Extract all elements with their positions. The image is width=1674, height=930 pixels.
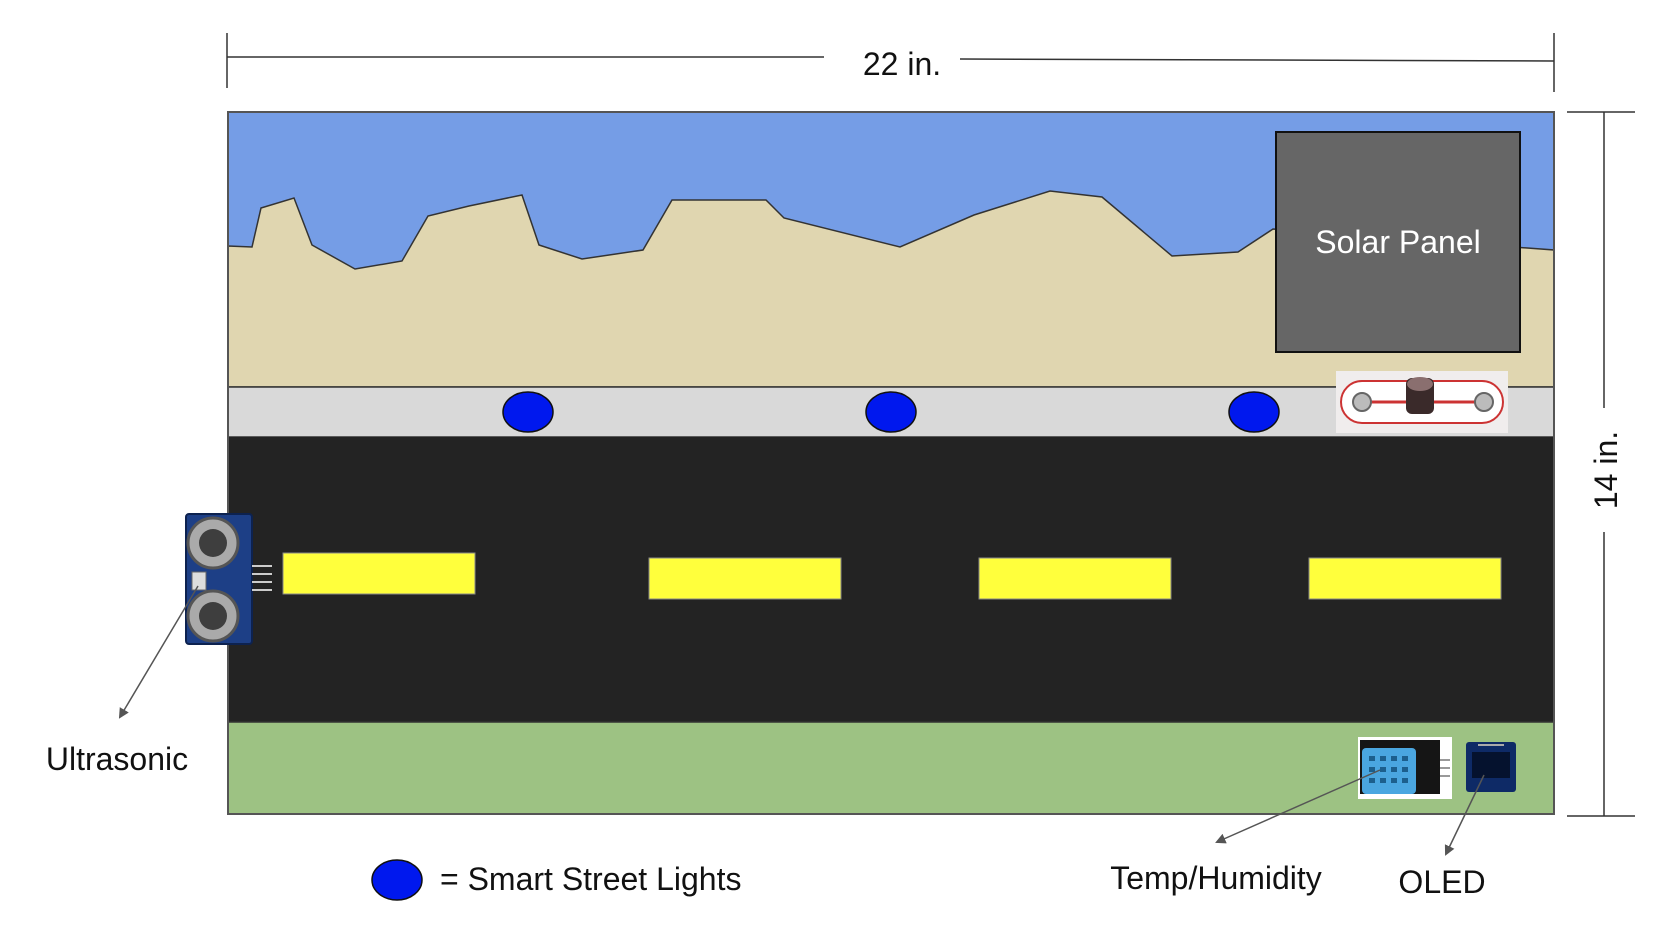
mountain-range — [227, 190, 1555, 388]
legend-street-light-swatch — [371, 859, 423, 901]
ultrasonic-pointer — [118, 585, 199, 719]
solar-panel — [1275, 131, 1521, 353]
temp-humidity-label: Temp/Humidity — [1110, 860, 1322, 896]
oled-label: OLED — [1398, 864, 1485, 900]
oled-display-icon — [1466, 742, 1516, 792]
height-label: 14 in. — [1588, 431, 1624, 509]
lane-marking-1 — [282, 552, 476, 595]
grass — [227, 721, 1555, 815]
width-label: 22 in. — [863, 46, 941, 82]
height-dimension: 14 in. — [1567, 111, 1635, 817]
oled-pointer — [1444, 774, 1485, 856]
legend: = Smart Street Lights — [371, 859, 741, 901]
street-light-1 — [502, 391, 554, 433]
legend-text: = Smart Street Lights — [440, 861, 741, 897]
ultrasonic-sensor-icon — [185, 513, 272, 645]
lane-marking-4 — [1308, 557, 1502, 600]
street-light-2 — [865, 391, 917, 433]
city-board: Solar Panel — [227, 111, 1555, 815]
dht-sensor-icon — [1358, 737, 1452, 799]
width-dimension: 22 in. — [226, 33, 1555, 92]
street-light-3 — [1228, 391, 1280, 433]
board-outline — [227, 111, 1555, 815]
photoresistor-icon — [1336, 371, 1508, 433]
ultrasonic-label: Ultrasonic — [46, 741, 188, 777]
lane-marking-3 — [978, 557, 1172, 600]
solar-panel-label: Solar Panel — [1315, 224, 1480, 260]
lane-marking-2 — [648, 557, 842, 600]
temp-humidity-pointer — [1215, 769, 1381, 844]
